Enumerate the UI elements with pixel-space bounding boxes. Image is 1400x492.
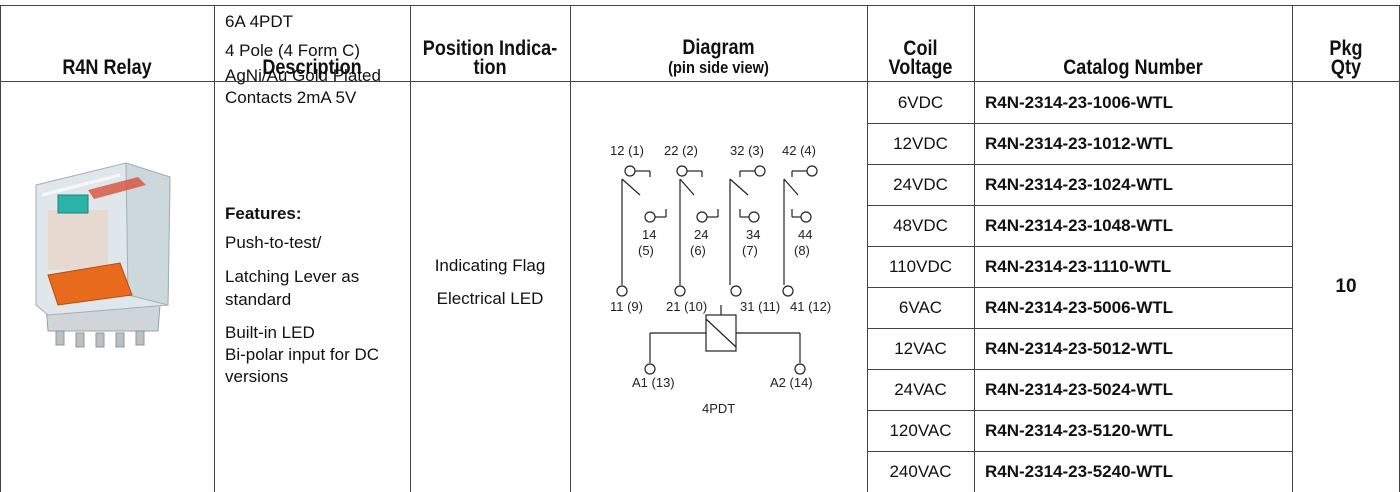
coil-voltage-cell: 12VDC [893, 134, 948, 153]
col-divider-6 [974, 5, 975, 492]
relay-product-table: R4N Relay Description Position Indica-ti… [0, 5, 1400, 492]
feature-line: versions [225, 367, 289, 386]
row-divider [867, 369, 1292, 370]
description-line: 6A 4PDT [225, 12, 294, 31]
row-divider [867, 205, 1292, 206]
col-divider-4 [570, 5, 571, 492]
coil-voltage-cell: 240VAC [889, 462, 952, 481]
catalog-number-cell: R4N-2314-23-5012-WTL [985, 339, 1174, 358]
pin-label-14: 14 [642, 227, 656, 242]
pkg-qty-value: 10 [1335, 276, 1357, 297]
diagram-caption: 4PDT [702, 401, 735, 416]
catalog-number-cell: R4N-2314-23-5120-WTL [985, 421, 1174, 440]
position-indication-flag: Indicating Flag [434, 256, 546, 275]
col-divider-1 [0, 5, 1, 492]
pin-label-7: (7) [742, 243, 758, 258]
feature-line: standard [225, 290, 292, 309]
table-top-border [0, 5, 1400, 6]
header-description: Description [262, 56, 362, 79]
pin-label-31: 31 (11) [740, 299, 780, 314]
pin-label-6: (6) [690, 243, 706, 258]
pin-label-32: 32 (3) [730, 143, 764, 158]
catalog-number-cell: R4N-2314-23-1012-WTL [985, 134, 1174, 153]
coil-voltage-cell: 24VAC [894, 380, 947, 399]
col-divider-5 [867, 5, 868, 492]
relay-product-image [35, 162, 171, 348]
pin-label-24: 24 [694, 227, 708, 242]
header-bottom-border [0, 81, 1400, 82]
row-divider [867, 451, 1292, 452]
description-line: 4 Pole (4 Form C) [225, 41, 361, 60]
pin-label-21: 21 (10) [666, 299, 707, 314]
row-divider [867, 287, 1292, 288]
catalog-number-cell: R4N-2314-23-1110-WTL [985, 257, 1172, 276]
col-divider-7 [1292, 5, 1293, 492]
coil-voltage-cell: 120VAC [889, 421, 952, 440]
pin-label-22: 22 (2) [664, 143, 698, 158]
col-divider-2 [214, 5, 215, 492]
pin-label-11: 11 (9) [610, 299, 643, 314]
header-relay: R4N Relay [62, 56, 152, 79]
coil-voltage-cell: 6VDC [897, 93, 944, 112]
features-label: Features: [225, 204, 302, 223]
coil-voltage-cell: 12VAC [894, 339, 947, 358]
pin-label-5: (5) [638, 243, 654, 258]
pin-label-12: 12 (1) [610, 143, 644, 158]
pin-label-44: 44 [798, 227, 812, 242]
description-line: AgNi/Au Gold Plated [225, 66, 381, 85]
pin-label-42: 42 (4) [782, 143, 816, 158]
catalog-number-cell: R4N-2314-23-5240-WTL [985, 462, 1174, 481]
header-catalog-number: Catalog Number [1063, 56, 1203, 79]
catalog-number-cell: R4N-2314-23-5024-WTL [985, 380, 1174, 399]
pin-label-34: 34 [746, 227, 760, 242]
row-divider [867, 123, 1292, 124]
coil-voltage-cell: 24VDC [893, 175, 948, 194]
row-divider [867, 246, 1292, 247]
catalog-number-cell: R4N-2314-23-1048-WTL [985, 216, 1174, 235]
catalog-number-cell: R4N-2314-23-1024-WTL [985, 175, 1174, 194]
row-divider [867, 164, 1292, 165]
header-position-indication: Position Indica-tion [422, 37, 558, 79]
coil-label-a2: A2 (14) [770, 375, 813, 390]
header-diagram: Diagram(pin side view) [668, 36, 769, 77]
catalog-number-cell: R4N-2314-23-1006-WTL [985, 93, 1174, 112]
pin-label-8: (8) [794, 243, 810, 258]
pin-label-41: 41 (12) [790, 299, 831, 314]
wiring-diagram: 12 (1) 22 (2) 32 (3) 42 (4) 14 24 34 44 … [610, 143, 831, 416]
coil-voltage-cell: 48VDC [893, 216, 948, 235]
feature-line: Bi-polar input for DC [225, 345, 380, 364]
coil-label-a1: A1 (13) [632, 375, 675, 390]
position-indication-led: Electrical LED [436, 289, 544, 308]
col-divider-3 [410, 5, 411, 492]
feature-line: Latching Lever as [225, 267, 360, 286]
coil-voltage-cell: 110VDC [889, 257, 952, 276]
row-divider [867, 410, 1292, 411]
feature-line: Push-to-test/ [225, 233, 322, 252]
coil-voltage-cell: 6VAC [898, 298, 943, 317]
description-line: Contacts 2mA 5V [225, 88, 357, 107]
catalog-number-cell: R4N-2314-23-5006-WTL [985, 298, 1174, 317]
row-divider [867, 328, 1292, 329]
feature-line: Built-in LED [225, 323, 315, 342]
